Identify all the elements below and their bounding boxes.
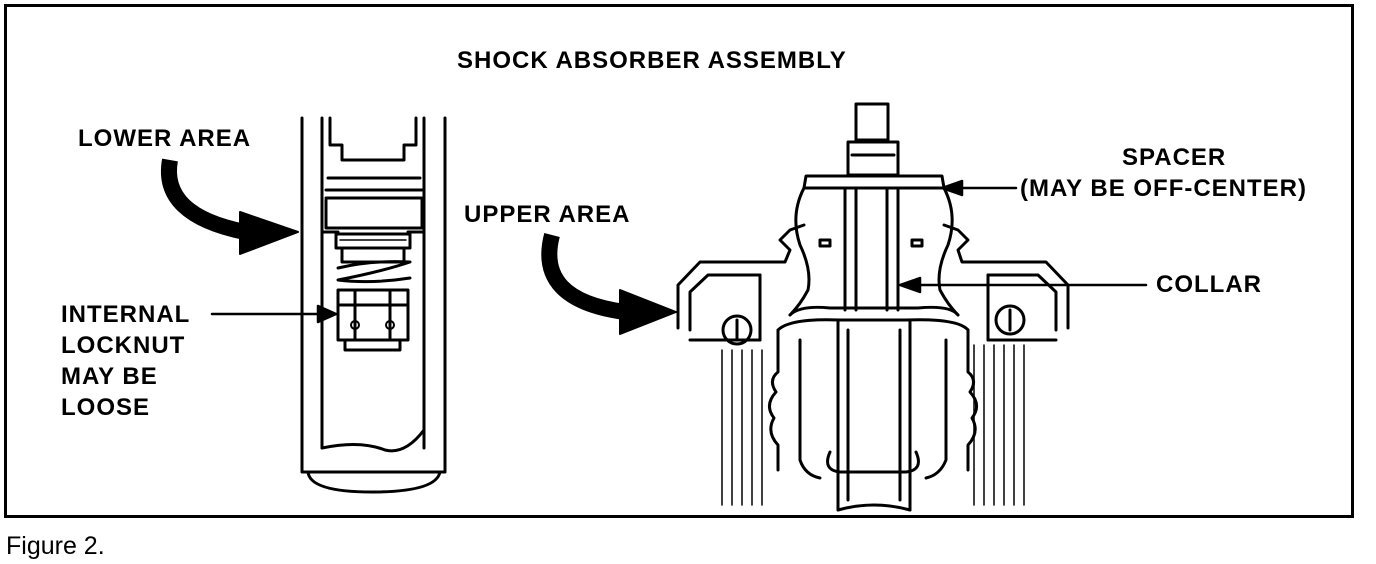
upper-shock-drawing <box>676 102 1070 512</box>
figure-caption: Figure 2. <box>6 532 105 560</box>
label-internal-locknut-line-1: INTERNAL <box>61 301 191 328</box>
label-lower-area: LOWER AREA <box>78 125 252 152</box>
label-internal-locknut-line-4: LOOSE <box>61 394 151 421</box>
label-upper-area: UPPER AREA <box>464 201 631 228</box>
label-internal-locknut-line-2: LOCKNUT <box>61 332 186 359</box>
upper-area-arrow <box>541 232 677 335</box>
label-spacer-line-2: (MAY BE OFF-CENTER) <box>1020 175 1308 202</box>
figure-frame <box>4 4 1354 518</box>
label-spacer-line-1: SPACER <box>1122 144 1227 171</box>
leader-lines <box>210 179 1148 324</box>
lower-shock-drawing <box>300 116 447 494</box>
label-internal-locknut-line-3: MAY BE <box>61 363 158 390</box>
figure-title: SHOCK ABSORBER ASSEMBLY <box>457 47 847 74</box>
lower-area-arrow <box>160 158 299 255</box>
label-collar: COLLAR <box>1156 271 1262 298</box>
